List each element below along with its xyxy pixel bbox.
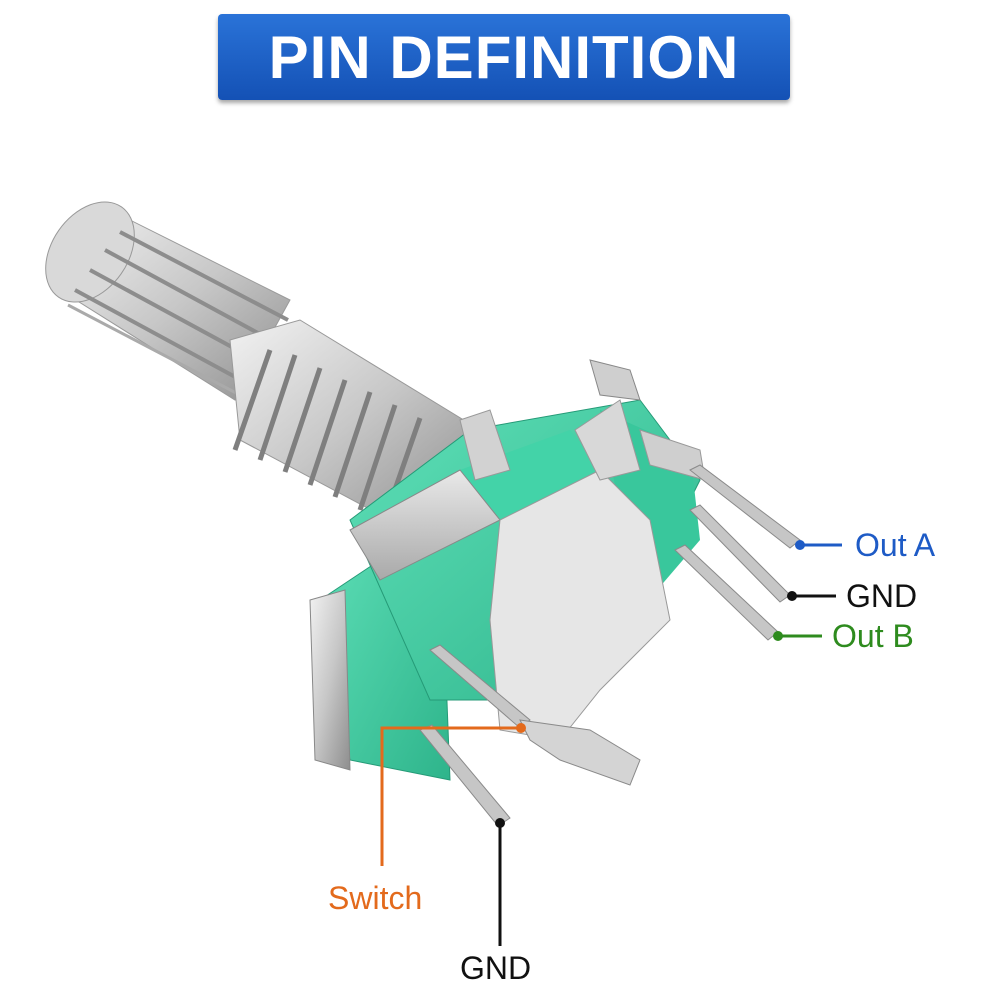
gnd-right-pin-dot <box>787 591 797 601</box>
page-title: PIN DEFINITION <box>268 23 740 91</box>
bottom-pins <box>419 644 641 827</box>
out-a-pin-dot <box>795 540 805 550</box>
out-b-label: Out B <box>832 618 914 654</box>
out-b-pin-dot <box>773 631 783 641</box>
metal-housing <box>309 359 706 771</box>
gnd-bottom-label: GND <box>460 950 532 986</box>
gnd-bottom-pin-dot <box>495 818 505 828</box>
title-banner: PIN DEFINITION <box>218 14 790 100</box>
gnd-right-label: GND <box>846 578 918 614</box>
leader-lines <box>380 540 842 946</box>
right-pins <box>674 464 801 641</box>
switch-pin-dot <box>516 723 526 733</box>
switch-label: Switch <box>328 880 423 916</box>
out-a-label: Out A <box>855 527 936 563</box>
